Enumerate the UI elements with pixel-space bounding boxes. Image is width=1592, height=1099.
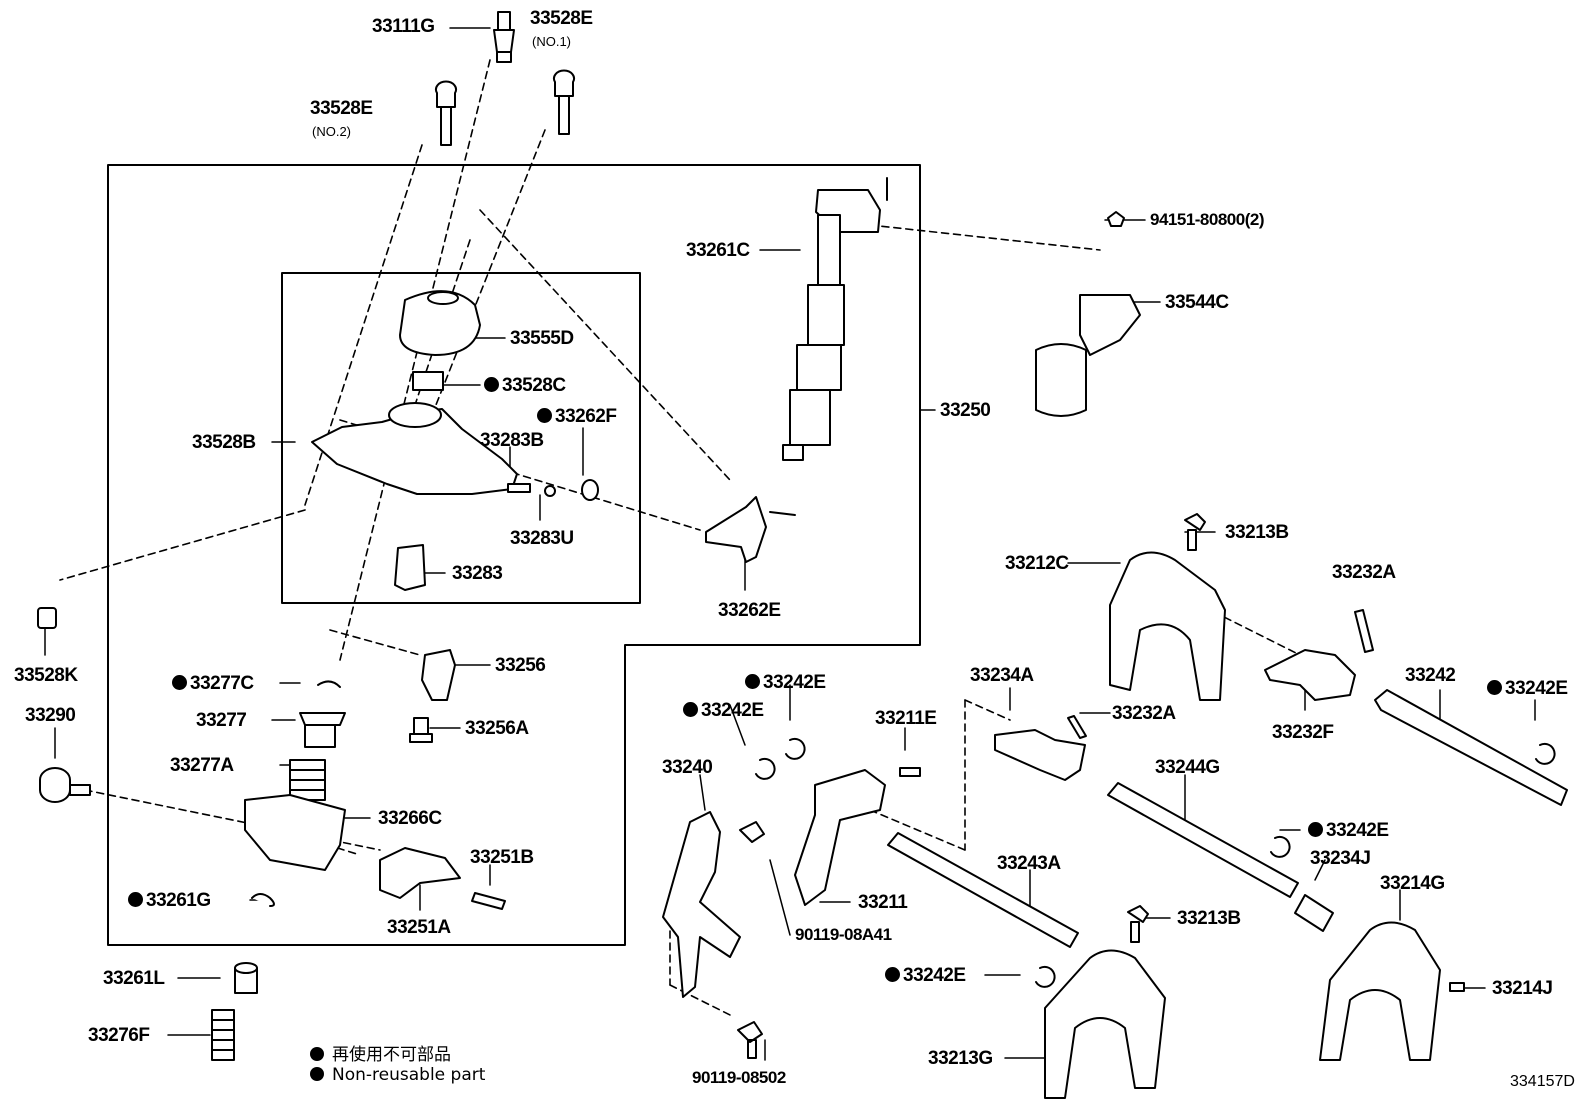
part-label: 33250	[940, 400, 991, 421]
part-label: 33528K	[14, 665, 78, 686]
part-label: 33277	[196, 710, 247, 731]
part-label: 33232A	[1112, 703, 1176, 724]
part-label: 33262F	[537, 406, 617, 428]
part-label: 33528C	[484, 375, 566, 397]
part-label: 33283U	[510, 528, 574, 549]
part-label: 33555D	[510, 328, 574, 349]
part-label: 33266C	[378, 808, 442, 829]
non-reusable-dot	[128, 892, 143, 907]
part-label: 33232F	[1272, 722, 1334, 743]
part-label: 33277A	[170, 755, 234, 776]
part-label: 33256	[495, 655, 546, 676]
part-label: 33243A	[997, 853, 1061, 874]
part-label: 90119-08502	[692, 1068, 786, 1087]
part-label: 33242E	[1308, 820, 1389, 842]
part-label: 33290	[25, 705, 76, 726]
part-label: 33111G	[372, 16, 435, 37]
part-label: 33242E	[885, 965, 966, 987]
part-label: 33528B	[192, 432, 256, 453]
assembly-33250-outline	[107, 164, 921, 946]
part-label: 33242E	[683, 700, 764, 722]
legend-en: Non-reusable part	[310, 1065, 485, 1085]
part-label: 33232A	[1332, 562, 1396, 583]
part-label: 33251A	[387, 917, 451, 938]
part-label: 33234A	[970, 665, 1034, 686]
part-label: 33211	[858, 892, 908, 913]
part-sublabel: (NO.1)	[532, 34, 571, 49]
part-label: 33211E	[875, 708, 937, 729]
part-label: 90119-08A41	[795, 925, 892, 944]
part-sublabel: (NO.2)	[312, 124, 351, 139]
part-label: 33262E	[718, 600, 781, 621]
part-label: 33277C	[172, 673, 254, 695]
non-reusable-dot	[1487, 680, 1502, 695]
part-label: 33283B	[480, 430, 544, 451]
part-label: 33214J	[1492, 978, 1553, 999]
part-label: 33242	[1405, 665, 1456, 686]
legend-ja: 再使用不可部品	[310, 1040, 451, 1065]
part-label: 33528E	[310, 98, 373, 119]
non-reusable-dot	[172, 675, 187, 690]
part-label: 33528E	[530, 8, 593, 29]
part-label: 33283	[452, 563, 503, 584]
non-reusable-dot	[484, 377, 499, 392]
non-reusable-dot	[537, 408, 552, 423]
part-label: 33234J	[1310, 848, 1371, 869]
non-reusable-dot	[885, 967, 900, 982]
part-label: 33261C	[686, 240, 750, 261]
non-reusable-dot	[745, 674, 760, 689]
part-label: 33214G	[1380, 873, 1445, 894]
part-label: 33261G	[128, 890, 211, 912]
non-reusable-dot	[1308, 822, 1323, 837]
part-label: 33244G	[1155, 757, 1220, 778]
non-reusable-dot	[683, 702, 698, 717]
part-label: 33213B	[1225, 522, 1289, 543]
sub-assembly-outline	[281, 272, 641, 604]
part-label: 94151-80800(2)	[1150, 210, 1264, 229]
part-label: 33251B	[470, 847, 534, 868]
part-sketches	[37, 11, 1568, 1099]
part-label: 33261L	[103, 968, 165, 989]
part-label: 33544C	[1165, 292, 1229, 313]
part-label: 33276F	[88, 1025, 150, 1046]
part-label: 33242E	[745, 672, 826, 694]
part-label: 33212C	[1005, 553, 1069, 574]
part-label: 33213B	[1177, 908, 1241, 929]
part-label: 33240	[662, 757, 713, 778]
part-label: 33256A	[465, 718, 529, 739]
diagram-code: 334157D	[1510, 1073, 1575, 1090]
part-label: 33242E	[1487, 678, 1568, 700]
part-label: 33213G	[928, 1048, 993, 1069]
